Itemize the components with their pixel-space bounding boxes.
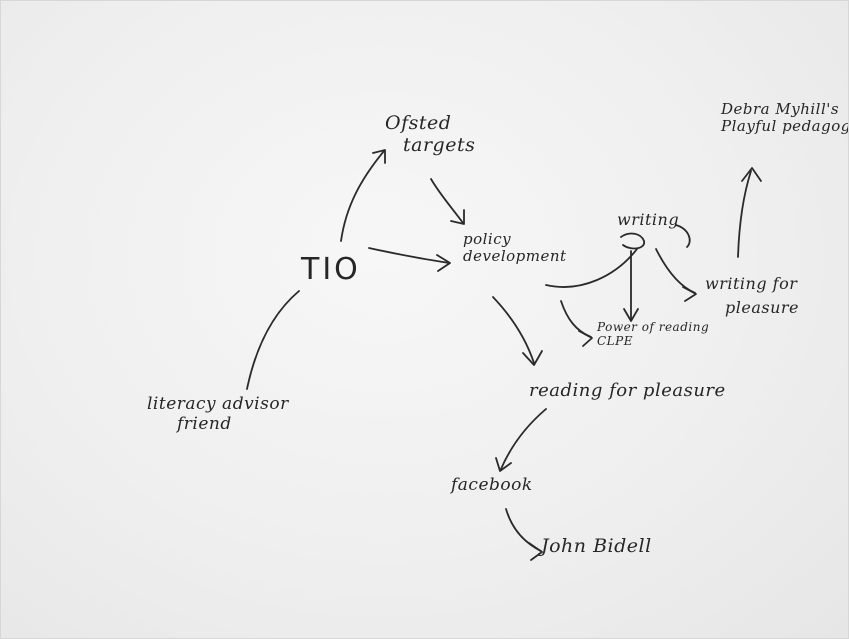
node-tio: TIO <box>301 252 361 288</box>
node-label: writing <box>617 210 680 229</box>
arrow-literacy-to-tio <box>246 290 300 390</box>
node-label: Playful pedagogies <box>721 117 849 136</box>
arrowhead <box>522 350 543 366</box>
node-label: targets <box>403 133 476 156</box>
writing-tail <box>675 224 691 248</box>
node-label: friend <box>177 413 232 434</box>
node-facebook: facebook <box>451 475 533 496</box>
arrowhead <box>528 542 543 561</box>
arrow-facebook-to-john <box>505 508 542 552</box>
arrow-tio-to-policy <box>368 247 450 264</box>
node-label: Power of reading <box>597 320 710 334</box>
arrowhead <box>495 457 512 472</box>
node-label: reading for pleasure <box>529 380 726 401</box>
node-debra-myhill: Debra Myhill's Playful pedagogies <box>721 100 849 136</box>
node-ofsted-targets: Ofsted targets <box>385 112 476 157</box>
node-label: facebook <box>451 475 533 495</box>
node-power-of-reading: Power of reading CLPE <box>597 320 710 349</box>
node-label: pleasure <box>725 298 799 318</box>
arrowhead <box>450 209 465 225</box>
node-label: TIO <box>301 252 361 287</box>
writing-knot <box>620 232 645 250</box>
node-label: writing for <box>705 274 798 293</box>
arrow-ofsted-to-policy <box>430 178 464 224</box>
node-policy-development: policy development <box>463 230 567 266</box>
node-john-bidell: John Bidell <box>541 535 652 558</box>
node-label: literacy advisor <box>147 394 289 414</box>
arrow-policy-to-power <box>560 300 592 338</box>
node-label: policy <box>463 230 512 248</box>
arrowhead <box>578 330 593 347</box>
node-label: Debra Myhill's <box>721 100 840 118</box>
arrow-writing-to-wfp <box>655 248 696 294</box>
arrow-policy-writing <box>545 248 638 288</box>
arrowhead <box>682 286 697 302</box>
arrow-tio-to-ofsted <box>340 150 385 242</box>
node-writing: writing <box>617 210 680 229</box>
arrow-reading-to-facebook <box>500 408 547 470</box>
arrow-wfp-to-debra <box>737 170 752 258</box>
arrow-policy-to-reading <box>492 296 535 364</box>
node-writing-for-pleasure: writing for pleasure <box>705 274 799 318</box>
arrowhead <box>741 167 762 182</box>
node-label: John Bidell <box>541 535 652 557</box>
arrowhead <box>372 149 386 164</box>
node-label: CLPE <box>597 333 633 348</box>
node-literacy-advisor: literacy advisor friend <box>147 394 289 434</box>
node-label: development <box>463 247 567 266</box>
node-reading-for-pleasure: reading for pleasure <box>529 380 726 402</box>
arrowhead <box>436 254 451 272</box>
node-label: Ofsted <box>385 112 452 134</box>
arrowhead <box>623 308 639 322</box>
